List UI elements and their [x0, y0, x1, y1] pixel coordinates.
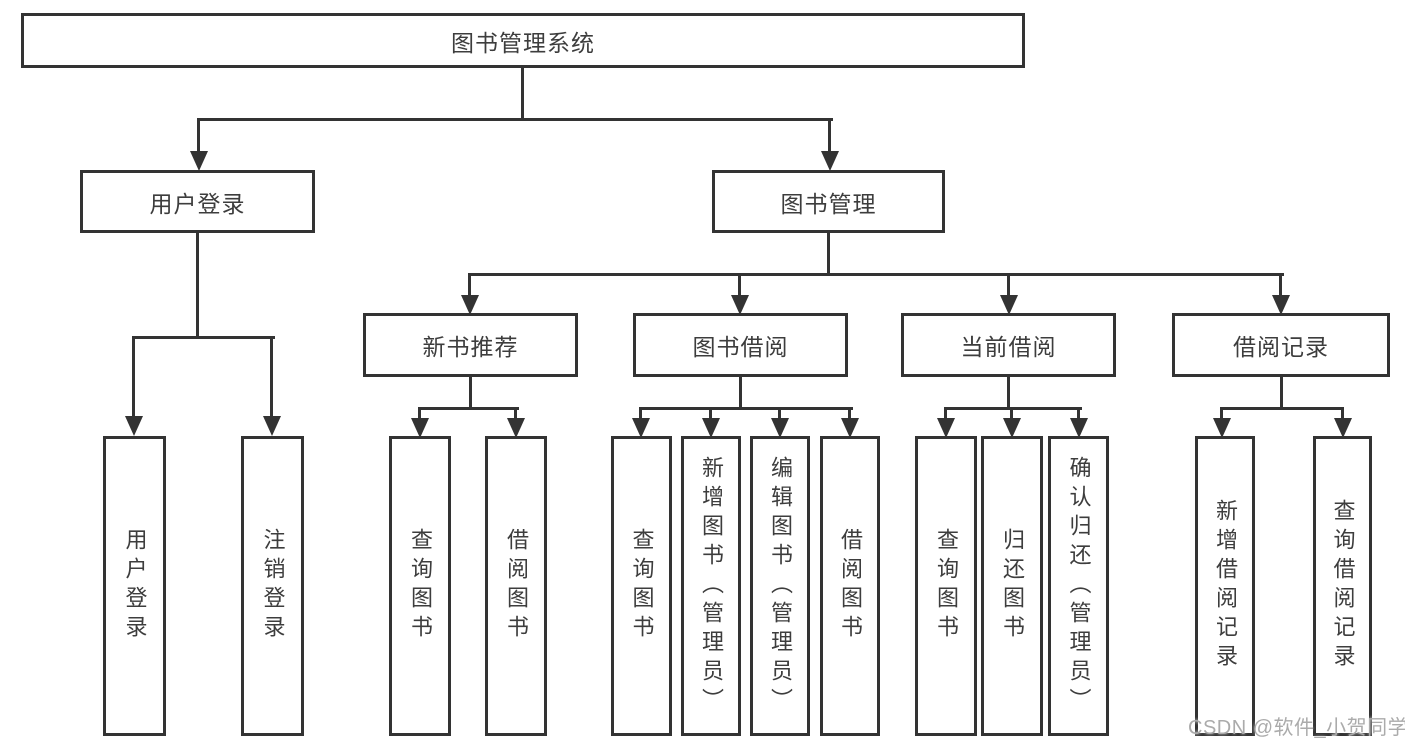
connector-arrow-stem	[639, 407, 642, 420]
connector-arrow-stem	[270, 336, 273, 418]
connector-level2-rail	[197, 118, 833, 121]
arrowhead-down-icon	[821, 151, 839, 171]
leaf-edit-books-admin: 编辑图书（管理员）	[750, 436, 810, 736]
leaf-return-books: 归还图书	[981, 436, 1043, 736]
leaf-query-borrow-record: 查询借阅记录	[1313, 436, 1372, 736]
leaf-confirm-return-admin: 确认归还（管理员）	[1048, 436, 1109, 736]
node-current-borrow: 当前借阅	[901, 313, 1116, 377]
connector-arrow-stem	[514, 407, 517, 420]
leaf-logout: 注销登录	[241, 436, 304, 736]
arrowhead-down-icon	[632, 418, 650, 438]
connector-arrow-stem	[828, 118, 831, 153]
connector-leaf-rail	[639, 407, 853, 410]
arrowhead-down-icon	[507, 418, 525, 438]
node-borrow-records: 借阅记录	[1172, 313, 1390, 377]
node-book-borrow: 图书借阅	[633, 313, 848, 377]
arrowhead-down-icon	[1272, 295, 1290, 315]
connector-arrow-stem	[468, 273, 471, 298]
arrowhead-down-icon	[771, 418, 789, 438]
connector-arrow-stem	[1220, 407, 1223, 420]
connector-arrow-stem	[778, 407, 781, 420]
arrowhead-down-icon	[411, 418, 429, 438]
leaf-borrow-books: 借阅图书	[820, 436, 880, 736]
connector-arrow-stem	[1279, 273, 1282, 298]
leaf-query-books: 查询图书	[611, 436, 672, 736]
arrowhead-down-icon	[702, 418, 720, 438]
connector-level3-rail	[468, 273, 1284, 276]
connector-arrow-stem	[944, 407, 947, 420]
leaf-query-books: 查询图书	[915, 436, 977, 736]
leaf-add-books-admin: 新增图书（管理员）	[681, 436, 741, 736]
arrowhead-down-icon	[937, 418, 955, 438]
arrowhead-down-icon	[461, 295, 479, 315]
connector-arrow-stem	[738, 273, 741, 298]
arrowhead-down-icon	[125, 416, 143, 436]
connector-stem	[1007, 377, 1010, 410]
connector-arrow-stem	[418, 407, 421, 420]
leaf-borrow-books: 借阅图书	[485, 436, 547, 736]
arrowhead-down-icon	[731, 295, 749, 315]
leaf-user-login: 用户登录	[103, 436, 166, 736]
connector-arrow-stem	[132, 336, 135, 418]
connector-stem	[1280, 377, 1283, 410]
leaf-query-books: 查询图书	[389, 436, 451, 736]
connector-arrow-stem	[1007, 273, 1010, 298]
connector-stem	[469, 377, 472, 410]
connector-leaf-rail	[944, 407, 1082, 410]
connector-book-management-stem	[827, 233, 830, 276]
arrowhead-down-icon	[841, 418, 859, 438]
arrowhead-down-icon	[1003, 418, 1021, 438]
arrowhead-down-icon	[1213, 418, 1231, 438]
connector-root-stem	[521, 68, 524, 121]
connector-arrow-stem	[1010, 407, 1013, 420]
node-user-login: 用户登录	[80, 170, 315, 233]
connector-stem	[739, 377, 742, 410]
connector-leaf-rail	[418, 407, 519, 410]
arrowhead-down-icon	[190, 151, 208, 171]
node-new-book-recommend: 新书推荐	[363, 313, 578, 377]
connector-arrow-stem	[1077, 407, 1080, 420]
connector-arrow-stem	[848, 407, 851, 420]
node-root-library-system: 图书管理系统	[21, 13, 1025, 68]
connector-arrow-stem	[197, 118, 200, 153]
connector-arrow-stem	[709, 407, 712, 420]
node-book-management: 图书管理	[712, 170, 945, 233]
arrowhead-down-icon	[1000, 295, 1018, 315]
leaf-add-borrow-record: 新增借阅记录	[1195, 436, 1255, 736]
arrowhead-down-icon	[263, 416, 281, 436]
connector-arrow-stem	[1341, 407, 1344, 420]
connector-user-login-rail	[132, 336, 275, 339]
csdn-watermark: CSDN @软件_小贺同学	[1188, 717, 1405, 739]
connector-user-login-stem	[196, 233, 199, 339]
arrowhead-down-icon	[1334, 418, 1352, 438]
arrowhead-down-icon	[1070, 418, 1088, 438]
connector-leaf-rail	[1220, 407, 1344, 410]
